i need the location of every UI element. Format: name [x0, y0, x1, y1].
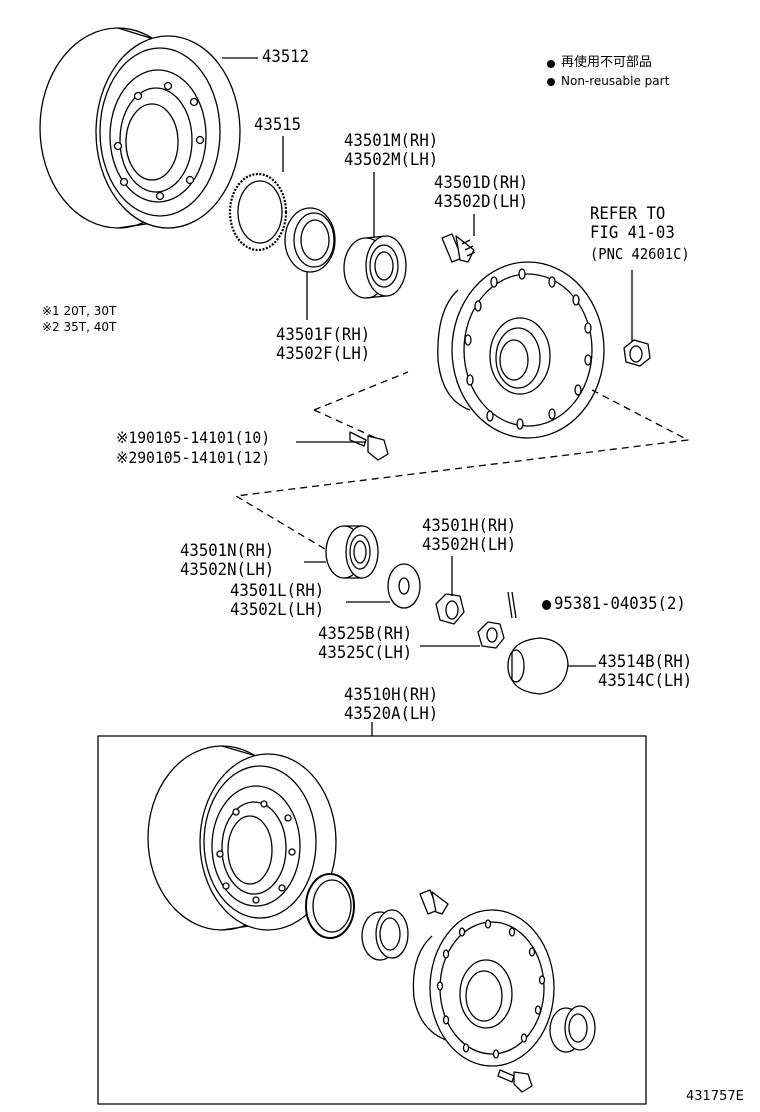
label-bolt-90105-1[interactable]: ※190105-14101(10) [116, 428, 271, 447]
note-2: ※2 35T, 40T [42, 320, 117, 334]
legend-reuse-jp: 再使用不可部品 [561, 55, 653, 70]
label-43514c[interactable]: 43514C(LH) [598, 671, 693, 691]
assembly-bearing-inner [361, 909, 409, 961]
label-refer-fig[interactable]: FIG 41-03 [590, 223, 675, 243]
assembly-rotor [147, 745, 337, 931]
label-43502m[interactable]: 43502M(LH) [344, 150, 439, 170]
assembly-bolt [497, 1069, 533, 1093]
nut-43501h [435, 593, 465, 625]
washer-43501l [387, 563, 421, 609]
label-43520a[interactable]: 43520A(LH) [344, 704, 439, 724]
label-bolt-90105-2[interactable]: ※290105-14101(12) [116, 448, 271, 467]
hub-nut-refer [623, 339, 651, 367]
non-reusable-bullet-icon [542, 600, 552, 610]
label-43501f[interactable]: 43501F(RH) [276, 325, 371, 345]
label-43525b[interactable]: 43525B(RH) [318, 624, 413, 644]
label-95381-text: 95381-04035(2) [553, 594, 686, 614]
abs-ring-43515 [228, 172, 288, 252]
cotter-pin-95381 [507, 591, 517, 619]
label-95381[interactable]: 95381-04035(2) [542, 595, 686, 614]
assembly-hub [412, 909, 555, 1067]
legend-reuse-en: Non-reusable part [561, 74, 670, 88]
label-43512[interactable]: 43512 [262, 47, 310, 67]
label-43515[interactable]: 43515 [254, 115, 302, 135]
label-43501m[interactable]: 43501M(RH) [344, 131, 439, 151]
label-43501d[interactable]: 43501D(RH) [434, 173, 529, 193]
axle-hub [437, 261, 605, 439]
label-43514b[interactable]: 43514B(RH) [598, 652, 693, 672]
bolt-90105 [349, 431, 389, 461]
label-refer-to[interactable]: REFER TO [590, 204, 666, 224]
label-43501h[interactable]: 43501H(RH) [422, 516, 517, 536]
label-refer-pnc[interactable]: (PNC 42601C) [590, 245, 690, 263]
dashed-assembly-lines [235, 371, 689, 553]
hub-bolt-43501d [441, 233, 476, 263]
label-43525c[interactable]: 43525C(LH) [318, 643, 413, 663]
oil-seal-43501f [284, 207, 336, 273]
assembly-bearing-outer [549, 1005, 596, 1053]
assembly-hub-bolt [419, 889, 449, 915]
label-43510h[interactable]: 43510H(RH) [344, 685, 439, 705]
bearing-43501m [343, 235, 407, 299]
label-43502h[interactable]: 43502H(LH) [422, 535, 517, 555]
label-43502d[interactable]: 43502D(LH) [434, 192, 529, 212]
label-43501n[interactable]: 43501N(RH) [180, 541, 275, 561]
legend-bullet-2 [547, 78, 555, 86]
assembly-ring [305, 873, 355, 939]
figure-id: 431757E [686, 1089, 744, 1104]
label-43502f[interactable]: 43502F(LH) [276, 344, 371, 364]
legend-bullet-1 [547, 60, 555, 68]
label-43502l[interactable]: 43502L(LH) [230, 600, 325, 620]
bearing-43501n [325, 525, 379, 579]
brake-rotor-43512 [39, 27, 241, 229]
hub-cap-43514b [507, 637, 569, 695]
lock-nut-43525b [477, 621, 505, 649]
assembly-frame [97, 735, 647, 1105]
note-1: ※1 20T, 30T [42, 304, 117, 318]
label-43502n[interactable]: 43502N(LH) [180, 560, 275, 580]
label-43501l[interactable]: 43501L(RH) [230, 581, 325, 601]
